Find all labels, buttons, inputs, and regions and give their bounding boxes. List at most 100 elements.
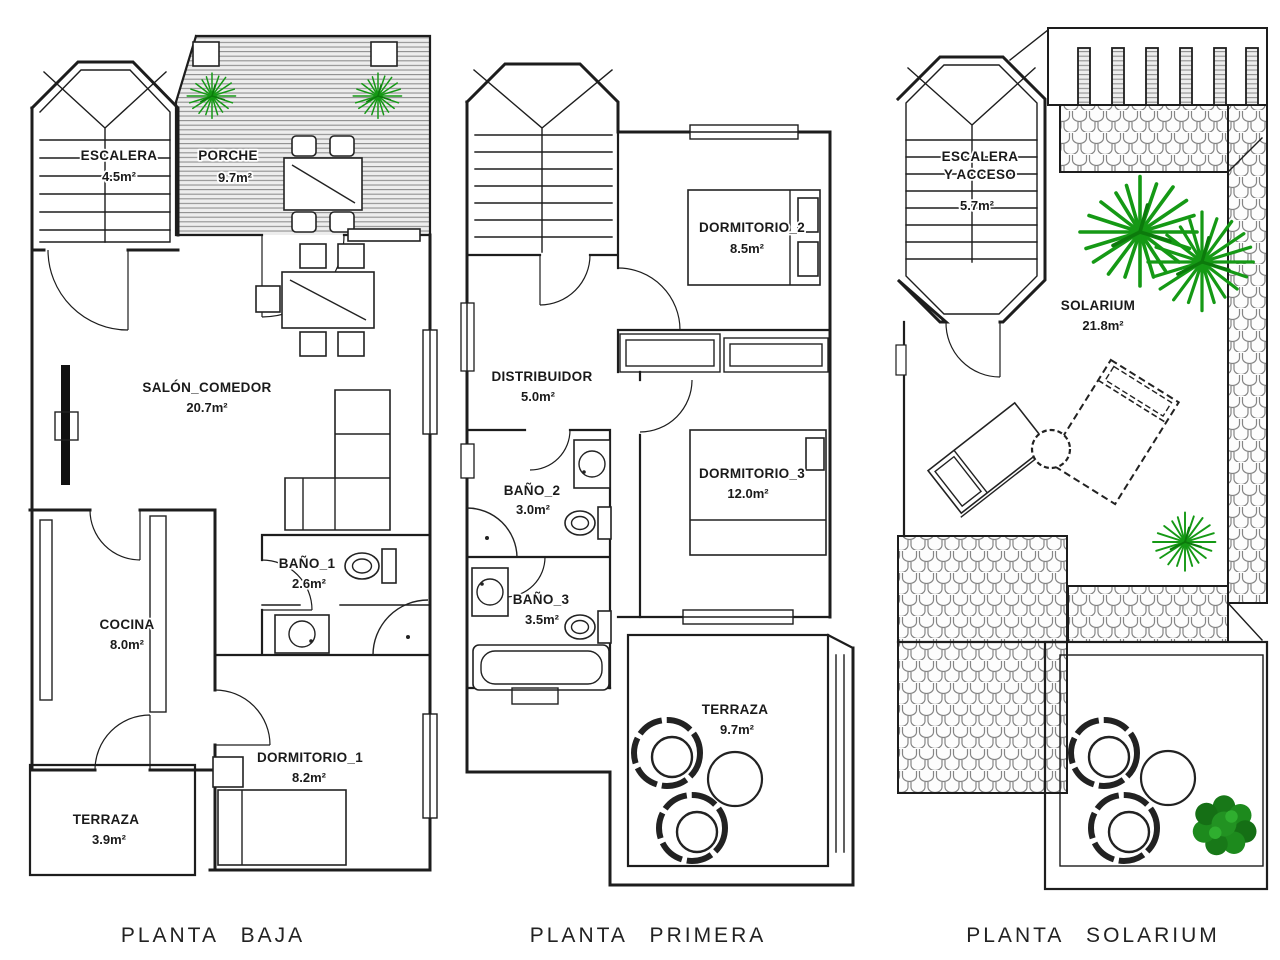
room-area: 2.6m² bbox=[292, 576, 327, 591]
room-label: COCINA bbox=[99, 617, 154, 632]
wardrobe bbox=[619, 333, 829, 373]
bathtub-icon bbox=[472, 644, 610, 691]
terraza-2 bbox=[626, 609, 845, 868]
window-left-distribuidor bbox=[460, 302, 475, 479]
kitchen-counter bbox=[39, 519, 53, 701]
tv-unit bbox=[54, 365, 79, 485]
room-label: ESCALERA bbox=[81, 148, 158, 163]
plan-planta-baja: ESCALERA 4.5m² PORCHE 9.7m² SALÓN_COMEDO… bbox=[28, 34, 438, 877]
sun-lounger-icon bbox=[1045, 358, 1181, 506]
toilet-icon bbox=[564, 506, 612, 540]
stair-tower-1 bbox=[29, 60, 180, 331]
room-label: DORMITORIO_2 bbox=[699, 220, 805, 235]
kitchen-counter bbox=[149, 515, 167, 713]
room-label: DISTRIBUIDOR bbox=[491, 369, 592, 384]
room-area: 3.0m² bbox=[516, 502, 551, 517]
bedroom-2 bbox=[616, 189, 832, 374]
window-top-dorm2 bbox=[689, 124, 799, 140]
sun-lounger-icon bbox=[926, 401, 1050, 518]
round-table-icon bbox=[706, 750, 764, 808]
room-area: 4.5m² bbox=[102, 169, 137, 184]
room-label: SOLARIUM bbox=[1061, 298, 1135, 313]
window-right-dorm1 bbox=[422, 713, 438, 819]
room-label: ESCALERA bbox=[942, 149, 1019, 164]
kitchen-door-bottom-arc bbox=[94, 714, 151, 771]
window-right-salon bbox=[422, 329, 438, 435]
bath-2-door-arc bbox=[529, 429, 571, 471]
bath-1 bbox=[213, 533, 432, 657]
bath-1-door-arc bbox=[261, 559, 313, 611]
room-label: PORCHE bbox=[198, 148, 258, 163]
round-table-icon bbox=[1030, 428, 1072, 470]
bedroom-3 bbox=[638, 370, 827, 619]
room-label: SALÓN_COMEDOR bbox=[142, 380, 271, 395]
stair-tower-2 bbox=[464, 62, 620, 774]
room-area: 5.0m² bbox=[521, 389, 556, 404]
bath-3-door-arc bbox=[504, 556, 546, 598]
bed bbox=[689, 429, 827, 556]
room-label: BAÑO_2 bbox=[504, 483, 561, 498]
round-chair-icon bbox=[1091, 795, 1157, 861]
toilet-icon bbox=[564, 610, 612, 644]
bed bbox=[687, 189, 821, 286]
room-area: 8.2m² bbox=[292, 770, 327, 785]
round-chair-icon bbox=[659, 795, 725, 861]
plan-title-solarium: PLANTA SOLARIUM bbox=[966, 924, 1220, 947]
porch-post bbox=[370, 41, 398, 67]
porch-dining-table bbox=[283, 135, 363, 233]
round-chair-icon bbox=[634, 720, 700, 786]
room-area: 5.7m² bbox=[960, 198, 995, 213]
plan-planta-primera: DORMITORIO_2 8.5m² DISTRIBUIDOR 5.0m² DO… bbox=[460, 62, 855, 887]
round-table-icon bbox=[1139, 749, 1197, 807]
terraza-1-outline bbox=[28, 763, 197, 877]
porch-window bbox=[347, 228, 421, 242]
bedroom-1 bbox=[212, 689, 347, 866]
solarium-walls bbox=[895, 320, 907, 538]
sofa bbox=[284, 389, 391, 531]
room-label: DORMITORIO_3 bbox=[699, 466, 805, 481]
plan-planta-solarium: ESCALERA Y ACCESO 5.7m² SOLARIUM 21.8m² bbox=[895, 27, 1269, 891]
shower-icon bbox=[466, 507, 518, 558]
sink-icon bbox=[573, 439, 611, 489]
kitchen-door-top-arc bbox=[89, 509, 141, 561]
round-chair-icon bbox=[1071, 720, 1137, 786]
terrace-3 bbox=[1043, 640, 1269, 891]
plan-title-baja: PLANTA BAJA bbox=[121, 924, 305, 947]
stair-2-door-arc bbox=[539, 254, 591, 306]
stair-tower-3 bbox=[895, 55, 1047, 378]
room-area: 3.9m² bbox=[92, 832, 127, 847]
sink-icon bbox=[471, 567, 509, 617]
shower-icon bbox=[372, 599, 429, 656]
stair-3-door-arc bbox=[945, 321, 1001, 378]
solarium-window bbox=[895, 344, 907, 376]
room-label: BAÑO_1 bbox=[279, 556, 336, 571]
roof-tiles bbox=[896, 104, 1268, 794]
room-area: 8.5m² bbox=[730, 241, 765, 256]
bed bbox=[217, 789, 347, 866]
room-area: 12.0m² bbox=[727, 486, 769, 501]
toilet-icon bbox=[344, 548, 397, 584]
small-plant-icon bbox=[1152, 511, 1217, 572]
stair-door-arc bbox=[47, 249, 129, 331]
salon-dining-table bbox=[255, 243, 375, 357]
room-area: 9.7m² bbox=[720, 722, 755, 737]
sink-icon bbox=[274, 614, 330, 654]
step bbox=[511, 687, 559, 705]
room-label: BAÑO_3 bbox=[513, 592, 570, 607]
room-label: TERRAZA bbox=[73, 812, 140, 827]
room-label: Y ACCESO bbox=[944, 167, 1016, 182]
room-label: DORMITORIO_1 bbox=[257, 750, 363, 765]
bush-plant-icon bbox=[1192, 795, 1257, 856]
bath-2 bbox=[465, 428, 612, 690]
room-area: 8.0m² bbox=[110, 637, 145, 652]
room-area: 20.7m² bbox=[186, 400, 228, 415]
porch-post bbox=[192, 41, 220, 67]
bath-3 bbox=[465, 556, 612, 705]
nightstand bbox=[212, 756, 244, 788]
plan-title-primera: PLANTA PRIMERA bbox=[530, 924, 767, 947]
porch-area bbox=[174, 34, 432, 318]
kitchen-walls bbox=[28, 508, 217, 872]
room-area: 9.7m² bbox=[218, 170, 253, 185]
